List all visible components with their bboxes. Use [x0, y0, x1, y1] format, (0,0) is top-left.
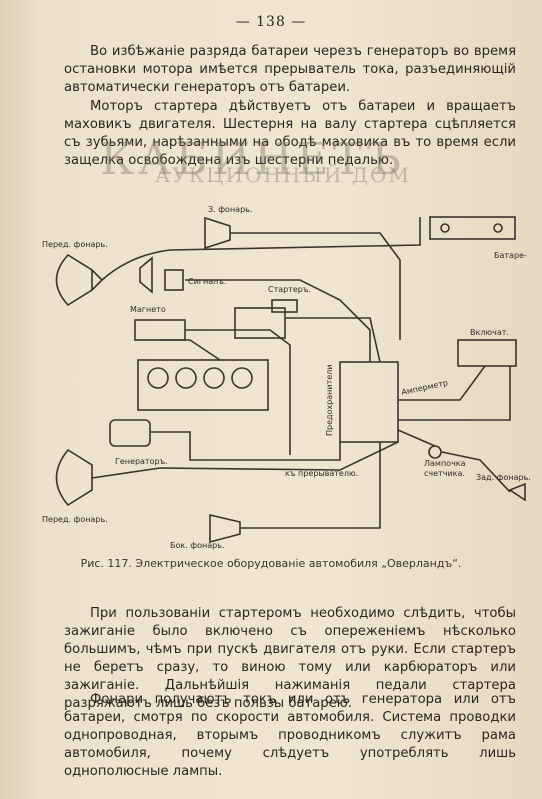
- front-lamp-bottom-icon: [55, 448, 93, 507]
- generator-icon: [109, 419, 151, 447]
- paragraph-lamps: Фонари получаютъ токъ или отъ генератора…: [64, 692, 516, 779]
- label-ammeter: Амперметр: [401, 378, 449, 397]
- label-rear-lamp: Зад. фонарь.: [476, 473, 530, 482]
- label-generator: Генераторъ.: [115, 457, 168, 466]
- wiring-diagram: З. фонарь. Перед. фонарь. Батаре- Сигнал…: [42, 205, 530, 550]
- horn-icon: [139, 256, 153, 294]
- figure-caption: Рис. 117. Электрическое оборудованіе авт…: [80, 557, 462, 570]
- engine-block-icon: [137, 359, 269, 411]
- label-breaker: къ прерывателю.: [285, 469, 358, 478]
- label-magneto: Магнето: [130, 305, 166, 314]
- starter-icon: [234, 307, 286, 339]
- label-signal: Сигналъ.: [188, 277, 226, 286]
- label-switch: Включат.: [470, 328, 509, 337]
- label-meter-lamp-2: счетчика.: [424, 469, 465, 478]
- label-fuses: Предохранители: [325, 365, 334, 436]
- rear-lamp-top-icon: [204, 216, 231, 250]
- fuse-box-icon: [339, 361, 399, 443]
- page-number: — 138 —: [235, 14, 307, 30]
- label-rear-lamp-top: З. фонарь.: [208, 205, 252, 214]
- meter-lamp-icon: [428, 445, 442, 459]
- label-battery: Батаре-: [494, 251, 527, 260]
- label-front-lamp-top: Перед. фонарь.: [42, 240, 108, 249]
- magneto-icon: [134, 319, 186, 341]
- label-front-lamp-bottom: Перед. фонарь.: [42, 515, 108, 524]
- paragraph-breaker: Во избѣжаніе разряда батареи черезъ гене…: [64, 44, 516, 95]
- label-side-lamp: Бок. фонарь.: [170, 541, 225, 550]
- rear-lamp-icon: [508, 482, 526, 502]
- label-meter-lamp-1: Лампочка: [424, 459, 466, 468]
- battery-icon: [429, 216, 516, 240]
- side-lamp-icon: [209, 513, 241, 544]
- switch-panel-icon: [457, 339, 517, 367]
- label-starter: Стартеръ.: [268, 285, 311, 294]
- paragraph-starter-usage: При пользованіи стартеромъ необходимо сл…: [64, 606, 516, 711]
- paragraph-starter: Моторъ стартера дѣйствуетъ отъ батареи и…: [64, 99, 516, 168]
- front-lamp-top-icon: [55, 253, 93, 307]
